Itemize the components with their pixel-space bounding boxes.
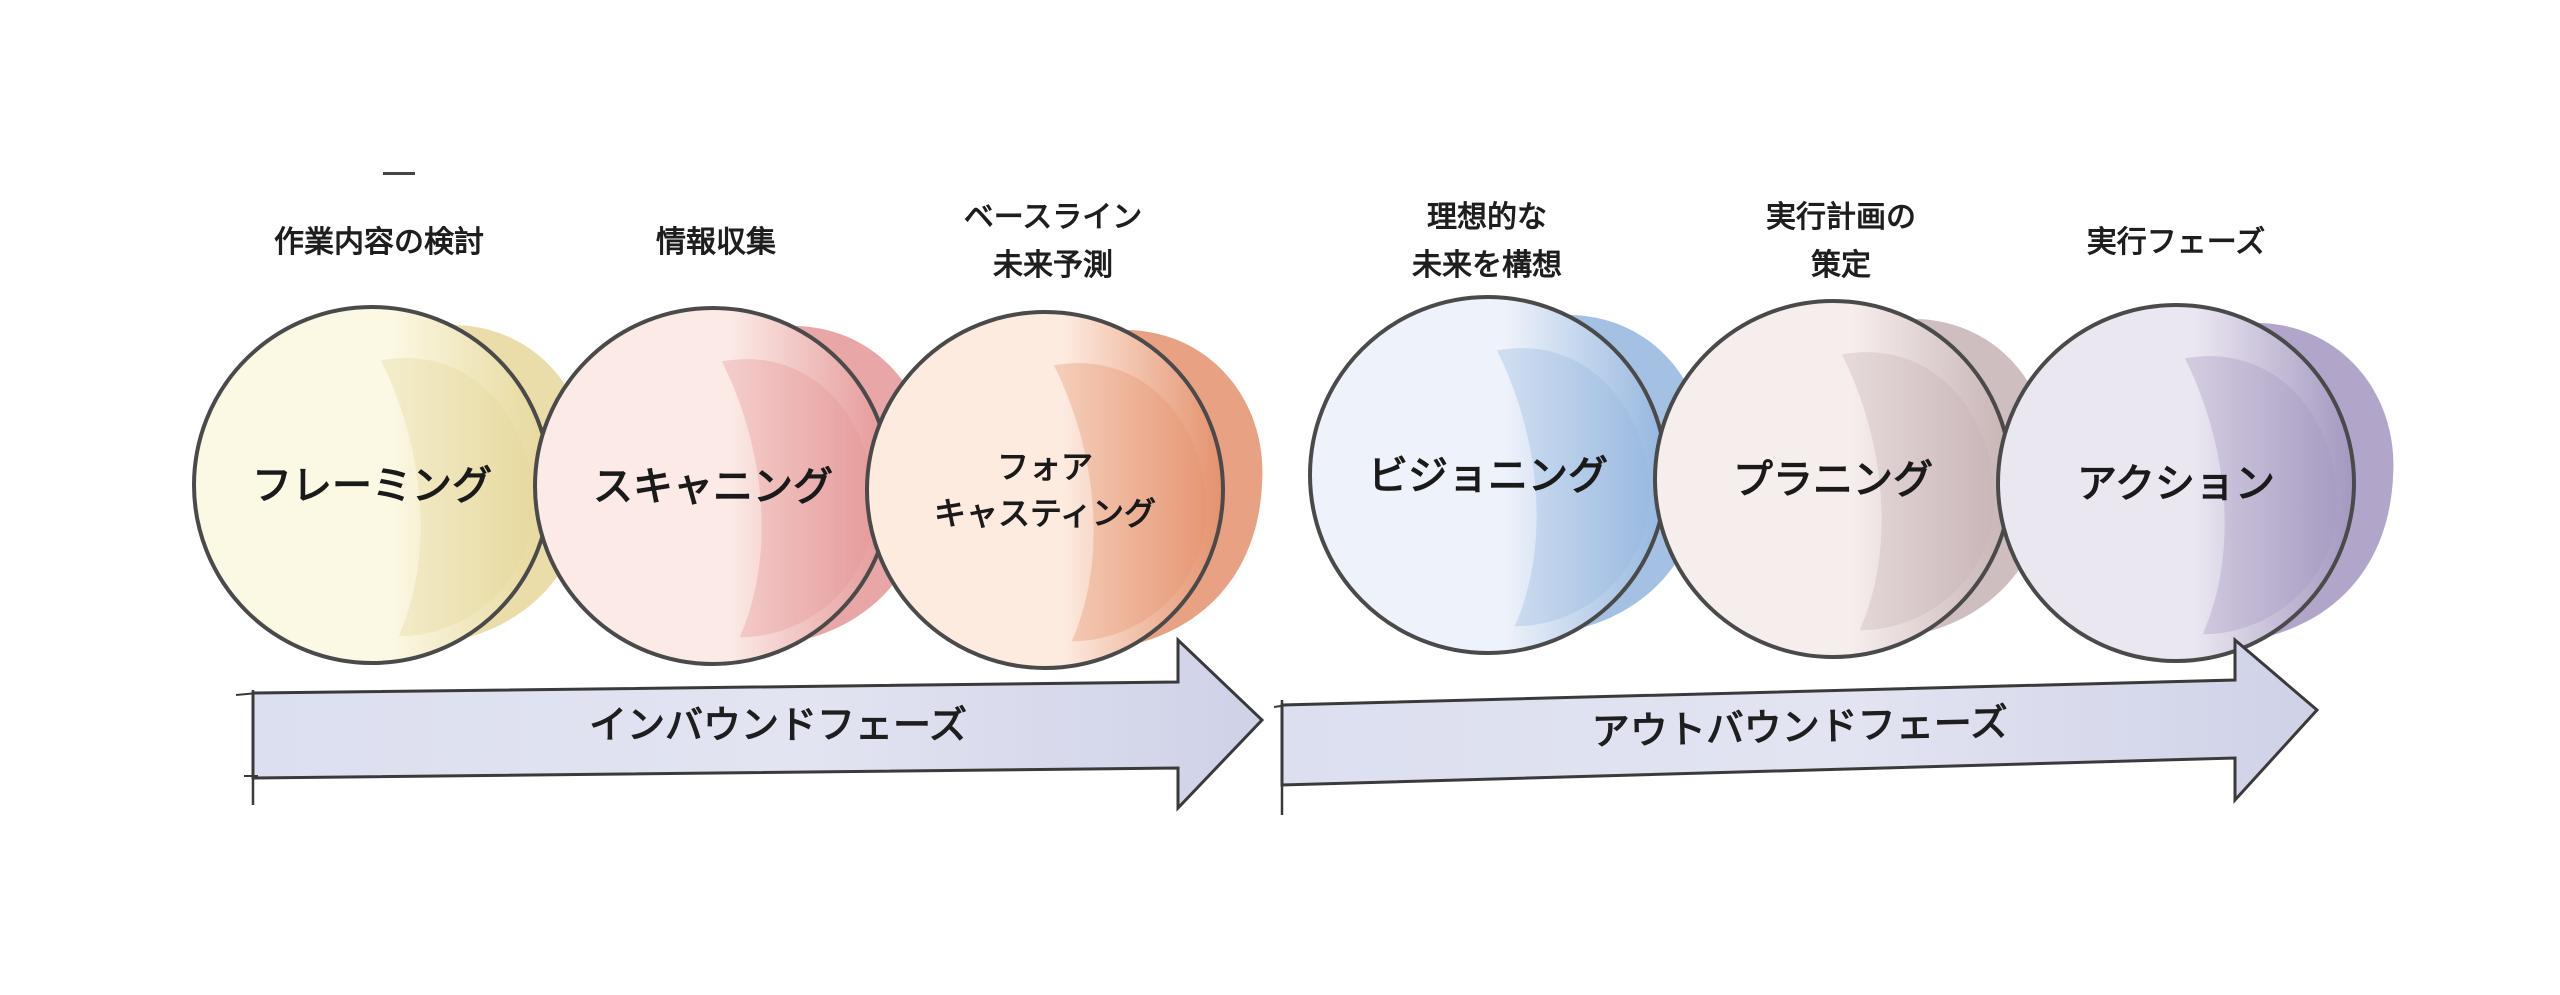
stage-circle-scanning: スキャニング [533,306,931,666]
stage-swirl-scanning [721,359,875,638]
stage-disc-forecasting [865,310,1225,670]
stage-swirl-planning [1841,352,1995,631]
stage-caption-action: 実行フェーズ [2086,225,2266,260]
stage-circle-planning: プラニング [1653,299,2051,659]
inbound-phase-arrow [235,636,1265,812]
stage-circle-framing: フレーミング [192,305,590,665]
stage-caption-planning: 実行計画の 策定 [1766,200,1916,283]
stage-swirl-visioning [1496,348,1650,627]
stage-caption-forecasting: ベースライン 未来予測 [963,200,1143,283]
stage-label-visioning: ビジョニング [1368,453,1608,499]
outbound-phase-label: アウトバウンドフェーズ [1591,700,2008,753]
stage-circle-action: アクション [1996,303,2394,663]
stage-caption-framing: 作業内容の検討 [274,225,484,260]
stage-swirl-forecasting [1053,363,1207,642]
stage-label-scanning: スキャニング [593,464,833,510]
stage-label-action: アクション [2077,461,2275,507]
stage-label-planning: プラニング [1733,457,1933,503]
stage-caption-scanning: 情報収集 [656,225,776,260]
outbound-phase-arrow [1273,636,2320,815]
stage-swirl-framing [380,358,534,637]
stage-circle-visioning: ビジョニング [1308,295,1706,655]
stage-disc-action [1996,303,2356,663]
inbound-phase-label: インバウンドフェーズ [589,703,967,747]
stage-caption-visioning: 理想的な 未来を構想 [1412,200,1562,283]
dash-mark [383,172,415,175]
stage-swirl-action [2184,356,2338,635]
stage-label-forecasting: フォアキャスティング [934,448,1156,532]
stage-label-framing: フレーミング [252,463,492,509]
stage-circle-forecasting: フォアキャスティング [865,310,1263,670]
